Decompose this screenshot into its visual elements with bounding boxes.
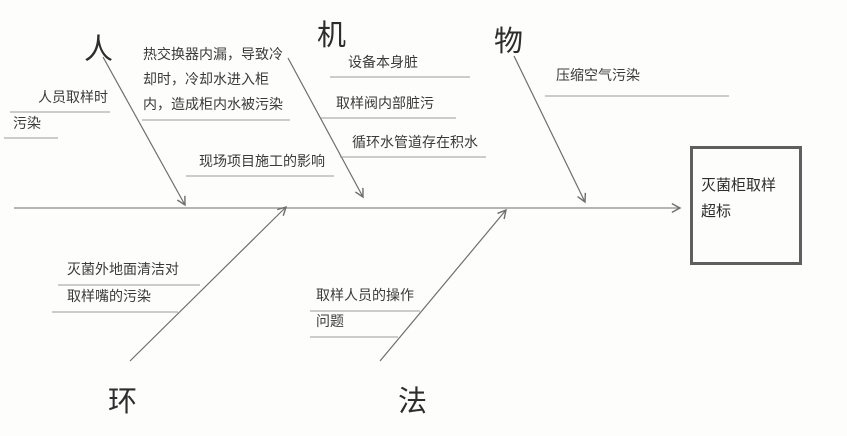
cause-method-operator-line2: 问题 (316, 315, 344, 330)
branch-method-line (379, 208, 507, 362)
cause-environment-floor-line1: 灭菌外地面清洁对 (67, 263, 179, 278)
effect-text-line2: 超标 (701, 204, 732, 221)
branch-man-line (102, 56, 186, 207)
cause-machine-heat-exchanger-line3: 内，造成柜内水被污染 (143, 98, 283, 113)
category-label-man: 人 (84, 34, 115, 66)
cause-method-operator-line1: 取样人员的操作 (316, 289, 414, 304)
cause-machine-heat-exchanger-line1: 热交换器内漏，导致冷 (143, 48, 283, 63)
cause-machine-equipment-dirty: 设备本身脏 (348, 56, 418, 71)
branch-environment-line (129, 205, 288, 362)
branch-machine-line (287, 57, 364, 199)
category-label-material: 物 (494, 26, 525, 58)
effect-text-line1: 灭菌柜取样 (701, 178, 777, 194)
cause-environment-floor-line2: 取样嘴的污染 (67, 290, 151, 305)
cause-machine-pipe-standing-water: 循环水管道存在积水 (352, 136, 478, 151)
cause-machine-valve-dirty: 取样阀内部脏污 (336, 97, 434, 112)
branch-material-line (513, 55, 587, 204)
effect-box: 灭菌柜取样 超标 (690, 146, 802, 265)
category-label-method: 法 (398, 386, 429, 418)
category-label-environment: 环 (108, 386, 139, 418)
cause-man-sampling-line1: 人员取样时 (38, 91, 108, 106)
cause-machine-site-construction: 现场项目施工的影响 (199, 155, 325, 170)
cause-material-compressed-air: 压缩空气污染 (556, 69, 640, 84)
cause-man-sampling-line2: 污染 (13, 117, 41, 132)
category-label-machine: 机 (317, 20, 348, 52)
cause-machine-heat-exchanger-line2: 却时，冷却水进入柜 (143, 73, 269, 88)
